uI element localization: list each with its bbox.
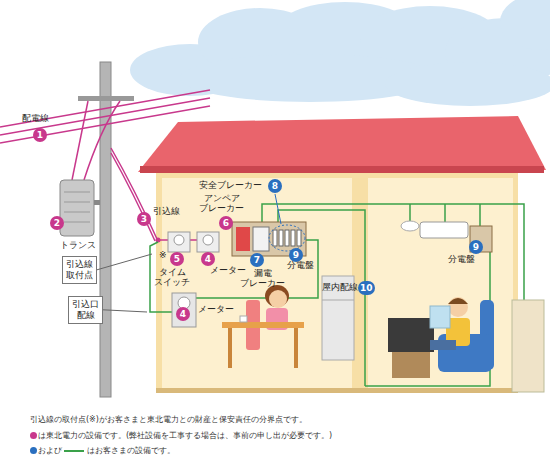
floor — [156, 388, 518, 393]
transformer-lead — [72, 101, 88, 180]
legend-swatch — [30, 447, 37, 454]
callout-number: 2 — [50, 216, 64, 230]
pole-crossarm — [78, 96, 134, 101]
callout-number: 1 — [33, 128, 47, 142]
man-face — [448, 297, 468, 317]
transformer — [60, 180, 94, 236]
indoor-wiring — [278, 210, 365, 386]
indoor-wiring — [262, 204, 524, 305]
callout-number: 6 — [219, 216, 233, 230]
note-text: 引込線の取付点(※)がお客さまと東北電力との財産と保安責任の分界点です。 — [30, 415, 307, 424]
cup — [240, 316, 247, 322]
transformer-fins — [64, 192, 90, 222]
roof — [138, 116, 546, 172]
callout-number: 7 — [250, 253, 264, 267]
tv-stand — [392, 352, 430, 378]
part-label: 配電線 — [22, 113, 49, 123]
legend-text: および — [38, 445, 62, 456]
legend-item: はお客さまの設備です。 — [63, 445, 175, 456]
utility-pole — [100, 62, 111, 397]
earth-leakage-breaker — [253, 227, 269, 251]
table-leg — [294, 328, 298, 368]
callout-number: 3 — [137, 212, 151, 226]
legend-text: はお客さまの設備です。 — [87, 445, 175, 456]
callout-number: 9 — [289, 248, 303, 262]
safety-breaker — [285, 230, 289, 246]
distribution-line — [0, 90, 210, 127]
cloud — [385, 62, 550, 106]
time-switch — [168, 232, 190, 252]
air-conditioner — [420, 222, 468, 238]
ceiling-lamp — [401, 221, 419, 231]
man-legs — [430, 340, 456, 350]
callout-number: 5 — [170, 252, 184, 266]
woman-face — [269, 290, 287, 308]
part-label: 屋内配線 — [322, 282, 358, 292]
callout-box: 引込口 配線 — [68, 296, 103, 324]
box-text: 引込口 配線 — [72, 299, 99, 321]
part-label: メーター — [210, 265, 246, 275]
heater — [512, 300, 544, 392]
part-label: タイム スイッチ — [154, 267, 190, 288]
roof-eave — [140, 166, 544, 173]
house-wall — [156, 173, 518, 392]
man-hair — [448, 298, 468, 304]
distribution-line — [0, 98, 210, 135]
transformer-lead — [84, 101, 120, 180]
part-label: 引込線 — [153, 206, 180, 216]
service-drop — [111, 153, 155, 241]
leader-line — [103, 310, 147, 312]
distribution-line — [0, 106, 210, 143]
part-label: トランス — [60, 240, 96, 250]
part-label: 分電盤 — [448, 254, 475, 264]
legend-line-sample — [64, 450, 84, 452]
safety-breaker — [291, 230, 295, 246]
table — [222, 322, 304, 328]
indoor-wiring — [409, 204, 411, 221]
callout-number: 10 — [358, 281, 375, 295]
transformer-bracket — [94, 200, 100, 205]
attachment-point — [156, 238, 161, 243]
meter-dial — [203, 235, 213, 245]
part-label: メーター — [198, 304, 234, 314]
meter-lower — [172, 293, 196, 327]
callout-number: 9 — [469, 240, 483, 254]
table-leg — [228, 328, 232, 368]
ampere-breaker — [236, 227, 250, 251]
callout-number: 4 — [201, 252, 215, 266]
safety-breaker — [279, 230, 283, 246]
safety-breaker-marker — [269, 225, 305, 251]
callout-number: 4 — [176, 307, 190, 321]
callout-box: 引込線 取付点 — [62, 256, 97, 284]
callout-number: 8 — [268, 179, 282, 193]
safety-breaker — [297, 230, 301, 246]
indoor-wiring — [444, 204, 446, 222]
leader-line — [275, 194, 281, 224]
refrigerator-door — [322, 300, 354, 301]
part-label: ※ — [159, 250, 167, 260]
television — [388, 318, 434, 352]
part-label: 漏電 ブレーカー — [240, 268, 285, 289]
safety-breaker — [273, 230, 277, 246]
part-label: 安全ブレーカー — [199, 180, 262, 190]
legend-item: および — [30, 445, 62, 456]
legend-text: は東北電力の設備です。(弊社設備を工事する場合は、事前の申し出が必要です。) — [38, 430, 332, 441]
box-text: 引込線 取付点 — [66, 259, 93, 281]
time-switch-dial — [174, 235, 184, 245]
cloud — [500, 0, 550, 50]
legend-swatch — [30, 432, 37, 439]
service-drop — [111, 148, 157, 239]
part-label: 分電盤 — [287, 260, 314, 270]
indoor-wiring — [479, 204, 481, 226]
newspaper — [430, 306, 450, 328]
meter — [197, 232, 219, 252]
legend-item: は東北電力の設備です。(弊社設備を工事する場合は、事前の申し出が必要です。) — [30, 430, 332, 441]
room-right — [368, 178, 513, 388]
part-label: アンペア ブレーカー — [199, 193, 244, 214]
leader-line — [97, 254, 152, 270]
